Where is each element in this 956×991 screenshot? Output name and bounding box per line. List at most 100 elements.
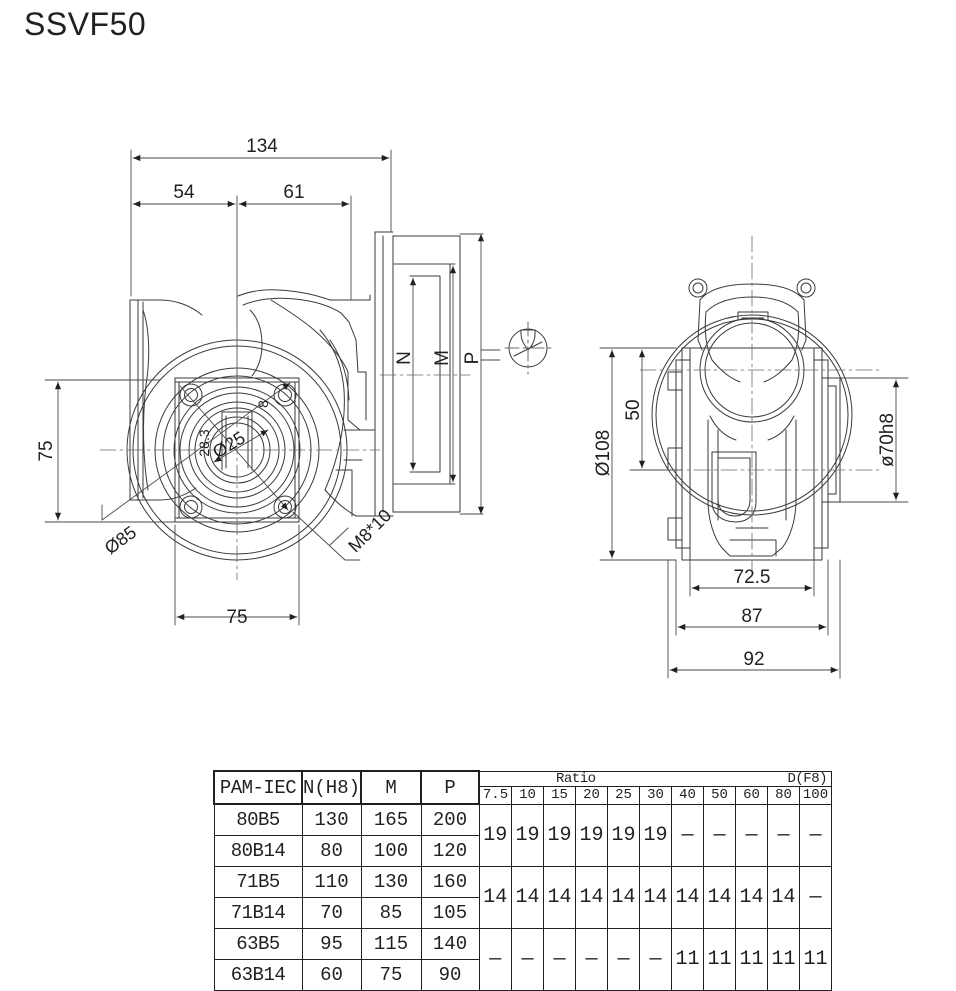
header-ratio-10: 10 xyxy=(511,785,545,805)
cell-d-80-25: 19 xyxy=(607,803,641,867)
dim-d70h8: ø70h8 xyxy=(877,413,898,467)
header-ratio-20: 20 xyxy=(575,785,609,805)
cell-d-80-50: — xyxy=(703,803,737,867)
dim-M: M xyxy=(432,350,453,366)
cell-pam-iec: 80B5 xyxy=(213,803,303,836)
header-pam-iec: PAM-IEC xyxy=(213,770,303,805)
table-row: 63B5 95 115 140 — — — — — — 11 11 11 11 … xyxy=(213,927,833,991)
shaft-keyway-detail-symbol xyxy=(504,321,552,375)
dim-N: N xyxy=(394,351,415,365)
cell-p: 160 xyxy=(420,865,480,898)
cell-n: 95 xyxy=(301,927,362,960)
cell-m: 85 xyxy=(360,896,422,929)
cell-d-71-50: 14 xyxy=(703,865,737,929)
cell-d-63-50: 11 xyxy=(703,927,737,991)
dim-8: 8 xyxy=(255,400,271,408)
cell-d-80-60: — xyxy=(735,803,769,867)
header-ratio-15: 15 xyxy=(543,785,577,805)
cell-d-63-30: — xyxy=(639,927,673,991)
left-view-flange-plate xyxy=(374,231,461,517)
right-view-centre-lines xyxy=(639,235,881,581)
dim-92: 92 xyxy=(743,649,764,670)
cell-pam-iec: 63B5 xyxy=(213,927,303,960)
cell-m: 100 xyxy=(360,834,422,867)
cell-d-80-40: — xyxy=(671,803,705,867)
header-ratio-30: 30 xyxy=(639,785,673,805)
cell-pam-iec: 71B14 xyxy=(213,896,303,929)
cell-d-63-20: — xyxy=(575,927,609,991)
cell-p: 90 xyxy=(420,958,480,991)
dim-134: 134 xyxy=(246,136,278,157)
cell-d-71-40: 14 xyxy=(671,865,705,929)
cell-m: 165 xyxy=(360,803,422,836)
table-row: 71B5 110 130 160 14 14 14 14 14 14 14 14… xyxy=(213,865,833,929)
cell-m: 115 xyxy=(360,927,422,960)
header-m: M xyxy=(360,770,423,805)
table-row: 80B5 130 165 200 19 19 19 19 19 19 — — —… xyxy=(213,803,833,867)
cell-p: 105 xyxy=(420,896,480,929)
cell-d-71-60: 14 xyxy=(735,865,769,929)
cell-d-63-40: 11 xyxy=(671,927,705,991)
cell-d-63-100: 11 xyxy=(799,927,833,991)
cell-d-71-80: 14 xyxy=(767,865,801,929)
cell-d-63-80: 11 xyxy=(767,927,801,991)
cell-d-63-15: — xyxy=(543,927,577,991)
table-row: 80B14 80 100 120 xyxy=(213,834,832,867)
cell-d-71-7-5: 14 xyxy=(478,865,513,929)
header-ratio-60: 60 xyxy=(735,785,769,805)
page-title: SSVF50 xyxy=(24,6,147,42)
dim-75-vertical: 75 xyxy=(36,440,57,461)
cell-m: 75 xyxy=(360,958,422,991)
dim-d85: Ø85 xyxy=(101,522,140,558)
cell-d-71-30: 14 xyxy=(639,865,673,929)
cell-pam-iec: 63B14 xyxy=(213,958,303,991)
cell-d-63-25: — xyxy=(607,927,641,991)
dim-87: 87 xyxy=(741,606,762,627)
cell-n: 70 xyxy=(301,896,362,929)
header-ratio-7-5: 7.5 xyxy=(478,785,513,805)
left-view-geometry xyxy=(126,289,376,561)
cell-d-71-100: — xyxy=(799,865,833,929)
cell-d-80-7-5: 19 xyxy=(478,803,513,867)
header-ratio-50: 50 xyxy=(703,785,737,805)
cell-d-71-10: 14 xyxy=(511,865,545,929)
cell-n: 60 xyxy=(301,958,362,991)
cell-d-71-25: 14 xyxy=(607,865,641,929)
specification-table: PAM-IEC N(H8) M P Ratio D(F8) 7.5 10 15 … xyxy=(213,770,833,991)
cell-pam-iec: 71B5 xyxy=(213,865,303,898)
cell-pam-iec: 80B14 xyxy=(213,834,303,867)
header-d-group: D(F8) xyxy=(671,770,833,786)
dim-61: 61 xyxy=(283,182,304,203)
cell-d-80-80: — xyxy=(767,803,801,867)
dim-75-horizontal: 75 xyxy=(226,607,247,628)
dim-P: P xyxy=(462,352,483,365)
header-ratio-25: 25 xyxy=(607,785,641,805)
cell-d-63-10: — xyxy=(511,927,545,991)
cell-d-80-20: 19 xyxy=(575,803,609,867)
dim-d108: Ø108 xyxy=(593,430,614,476)
cell-d-80-100: — xyxy=(799,803,833,867)
dim-28-3: 28.3 xyxy=(196,429,212,456)
left-view-centre-lines xyxy=(99,329,471,581)
header-ratio-100: 100 xyxy=(799,785,833,805)
header-ratio-80: 80 xyxy=(767,785,801,805)
header-p: P xyxy=(420,770,481,805)
table-row: 63B14 60 75 90 xyxy=(213,958,832,991)
cell-p: 140 xyxy=(420,927,480,960)
cell-d-80-30: 19 xyxy=(639,803,673,867)
table-group-header-row: PAM-IEC N(H8) M P Ratio D(F8) xyxy=(213,770,833,805)
dim-72-5: 72.5 xyxy=(734,567,771,588)
dim-50: 50 xyxy=(623,399,644,420)
cell-p: 200 xyxy=(420,803,480,836)
cell-d-63-7-5: — xyxy=(478,927,513,991)
header-ratio-group: Ratio xyxy=(478,770,672,786)
cell-d-80-10: 19 xyxy=(511,803,545,867)
cell-p: 120 xyxy=(420,834,480,867)
cell-m: 130 xyxy=(360,865,422,898)
cell-d-80-15: 19 xyxy=(543,803,577,867)
cell-d-71-20: 14 xyxy=(575,865,609,929)
cell-d-71-15: 14 xyxy=(543,865,577,929)
header-n: N(H8) xyxy=(300,770,363,805)
cell-n: 80 xyxy=(301,834,362,867)
